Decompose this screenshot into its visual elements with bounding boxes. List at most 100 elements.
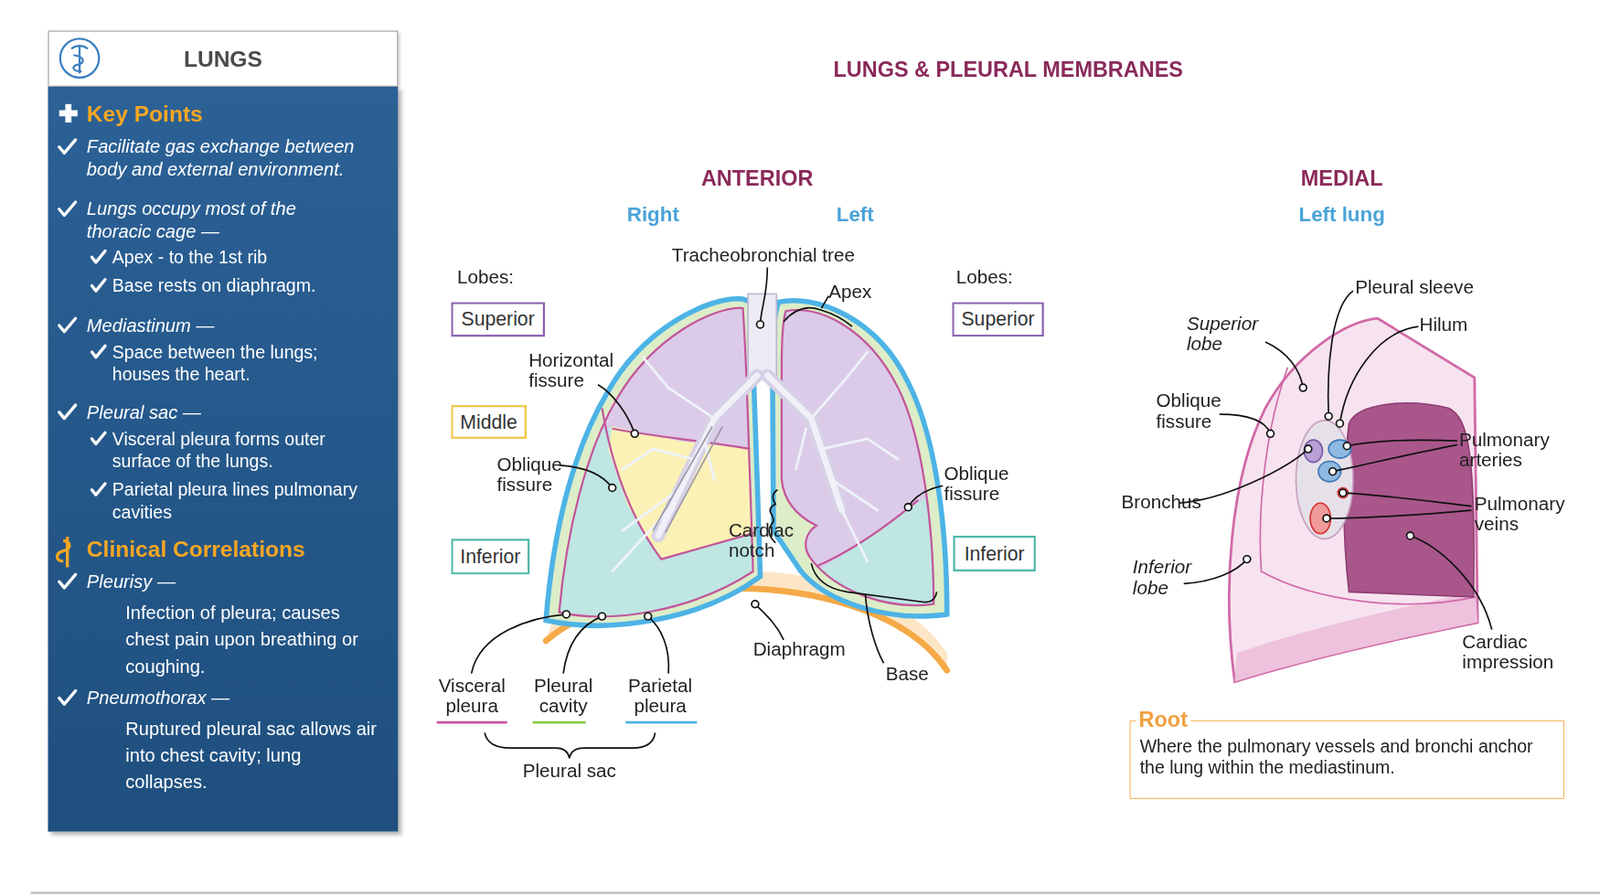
part-label: Pleural sac [508, 761, 631, 782]
label-underline [625, 721, 697, 725]
leader-dot [563, 320, 913, 620]
leader-dot [1407, 532, 1415, 540]
medial-lung [1318, 460, 1342, 481]
page-title: LUNGS & PLEURAL MEMBRANES [612, 57, 1405, 83]
leader-line [1339, 326, 1419, 424]
leader-line [864, 594, 884, 664]
leader-line [597, 384, 635, 435]
bullet-text: Space between the lungs; houses the hear… [112, 341, 358, 386]
part-label: Horizontal fissure [528, 350, 631, 392]
leader-dot [1329, 468, 1337, 476]
box-label: Middle [459, 410, 517, 434]
box-label: LUNGS [183, 47, 263, 71]
leader-dot [1322, 514, 1331, 523]
lobe-box: Superior [450, 301, 545, 337]
part-label: Lobes: [956, 266, 1038, 288]
leader-dot [904, 503, 912, 512]
part-label: Diaphragm [753, 639, 866, 660]
part-label: Parietal pleura [618, 675, 701, 717]
bullet-text: Apex - to the 1st rib [112, 245, 388, 269]
leader-dot [1343, 442, 1351, 450]
panel-heading: Key Points [86, 102, 374, 128]
lobe-box: Superior [951, 301, 1044, 337]
leader-line [810, 563, 937, 603]
part-label: Pleural cavity [527, 675, 599, 717]
leader-line [755, 604, 784, 640]
label-underline [533, 721, 587, 725]
leader-dot [644, 612, 652, 620]
part-label: Cardiac impression [1461, 631, 1575, 673]
bullet-text: Lungs occupy most of the thoracic cage — [86, 198, 363, 244]
lobe-box: Inferior [952, 535, 1035, 572]
lobe-box: Inferior [450, 538, 530, 575]
box-label: Superior [461, 308, 535, 331]
medial-lung [1259, 367, 1475, 605]
right-lung [541, 286, 787, 633]
note-heading: Root [1135, 706, 1191, 732]
right-lung [612, 428, 751, 449]
leader-line [821, 296, 829, 309]
left-lung [781, 309, 934, 606]
part-label: Oblique fissure [497, 454, 575, 496]
bronchial-tree [612, 357, 715, 572]
leader-dot [608, 484, 617, 492]
part-label: Inferior lobe [1132, 556, 1205, 598]
left-lung [775, 296, 954, 572]
bullet-text: Mediastinum — [86, 314, 363, 338]
medial-lung [1337, 487, 1348, 498]
box-label: Superior [960, 308, 1035, 331]
bullet-text: Visceral pleura forms outer surface of t… [112, 427, 378, 473]
leader-line [1219, 414, 1271, 434]
leader-dot [1304, 445, 1312, 453]
part-label: Lobes: [457, 266, 539, 288]
leader-line [1409, 535, 1492, 630]
right-lung [551, 296, 777, 449]
leader-line [1326, 510, 1472, 519]
bullet-text: Infection of pleura; causes chest pain u… [125, 599, 381, 680]
leader-line [1346, 439, 1458, 446]
view-heading: ANTERIOR [655, 166, 860, 192]
leader-dot [1267, 429, 1275, 438]
leader-line [648, 616, 670, 674]
part-label: Oblique fissure [1156, 390, 1238, 432]
left-lung [770, 286, 955, 633]
bullet-text: Parietal pleura lines pulmonary cavities [112, 478, 394, 523]
right-lung [541, 286, 787, 633]
part-label: Superior lobe [1186, 313, 1279, 355]
note-box: RootWhere the pulmonary vessels and bron… [1130, 720, 1565, 800]
medial-lung [1344, 403, 1474, 598]
medial-lung [1328, 439, 1352, 459]
leader-dot [1336, 419, 1344, 427]
label-underline [437, 721, 508, 725]
note-text: Where the pulmonary vessels and bronchi … [1140, 736, 1561, 779]
leader-dot [630, 429, 639, 438]
part-label: Base [885, 664, 948, 685]
leader-line [759, 266, 768, 325]
right-lung [541, 286, 787, 633]
part-label: Pleural sleeve [1354, 277, 1508, 299]
box-label: Inferior [459, 545, 521, 569]
leader-line [1178, 290, 1493, 630]
bronchial-tree [612, 293, 899, 572]
label-underline [437, 721, 698, 725]
left-lung [770, 286, 955, 633]
bullet-text: Facilitate gas exchange between body and… [86, 135, 384, 181]
medial-lung [1310, 502, 1331, 534]
medial-lung [1228, 318, 1478, 682]
leader-dot [1243, 384, 1414, 563]
lobe-box: Middle [450, 405, 527, 439]
bronchial-tree [796, 352, 899, 562]
part-label: Pulmonary arteries [1459, 429, 1572, 471]
medial-lung [1303, 439, 1323, 463]
leader-line [484, 732, 655, 758]
part-label: Bronchus [1121, 491, 1214, 512]
leader-line [1328, 290, 1354, 416]
medial-lung [1234, 591, 1478, 682]
leader-line [563, 616, 602, 674]
bullet-text: Pleural sac — [86, 401, 363, 425]
bullet-text: Ruptured pleural sac allows air into che… [125, 714, 379, 795]
leader-dot [598, 612, 607, 620]
leader-line [471, 266, 944, 758]
leader-dot [757, 320, 765, 329]
